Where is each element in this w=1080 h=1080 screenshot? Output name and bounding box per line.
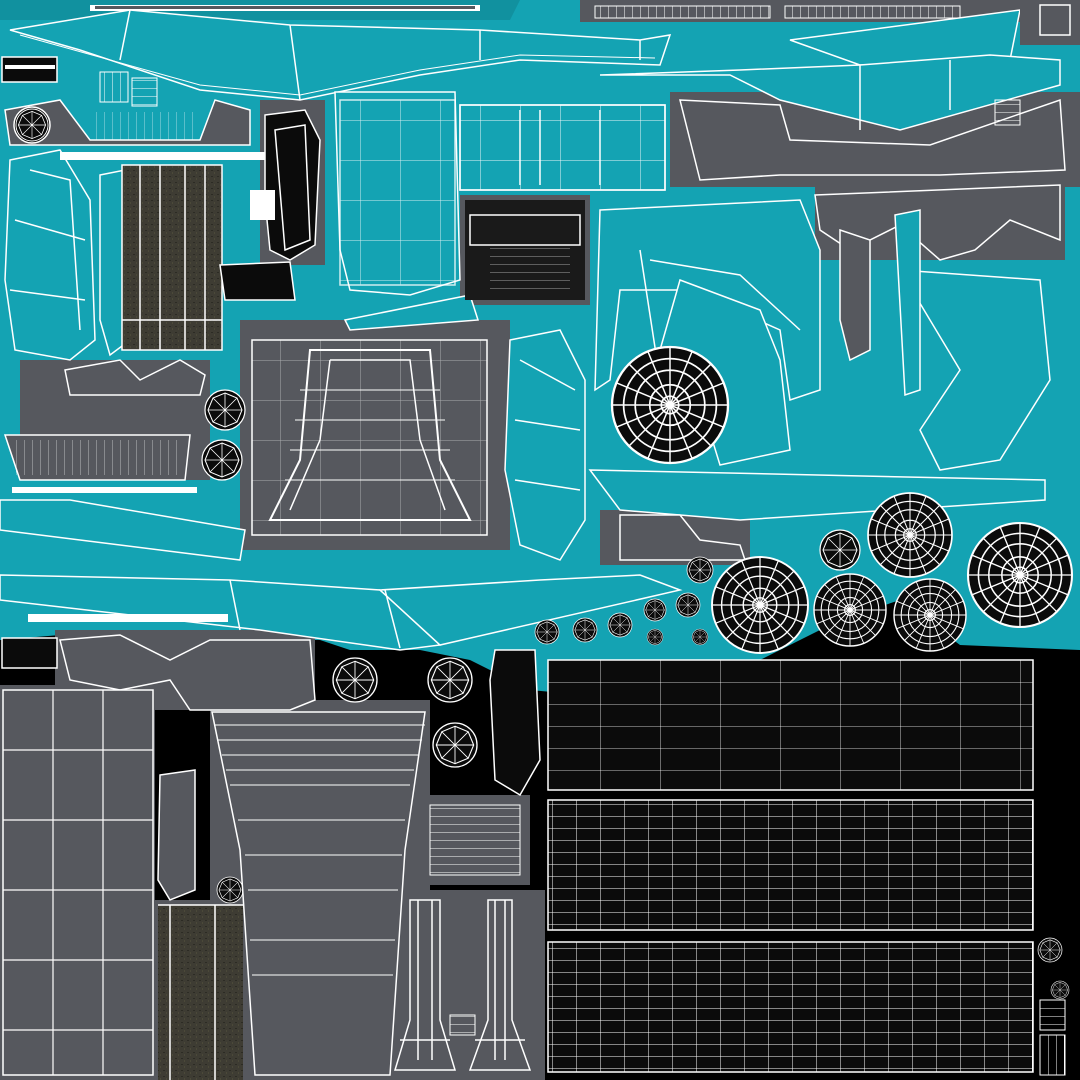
grime-panel-top — [121, 164, 223, 351]
hood-panel — [459, 104, 666, 191]
side-panel-upper — [9, 9, 672, 101]
fender-arch-mid — [3, 359, 316, 711]
top-ruler-strips — [90, 5, 961, 19]
tread-grid-top — [547, 659, 1034, 791]
fender-arch-right — [619, 98, 1066, 561]
grime-panel-bottom — [158, 904, 243, 1080]
front-bumper-left — [4, 149, 131, 361]
tread-grid-bottom — [547, 941, 1034, 1073]
seat-piece — [157, 109, 541, 901]
interior-floor — [251, 339, 488, 536]
door-panel — [504, 329, 586, 561]
side-panel-right — [599, 9, 1061, 131]
chassis-tub — [211, 711, 426, 1076]
rear-fender — [594, 199, 1051, 471]
roof-panel — [334, 91, 480, 331]
engine-cover — [465, 200, 585, 300]
side-panel-lower — [0, 469, 1046, 651]
tread-grid-middle — [547, 799, 1034, 931]
underbody-grid — [2, 689, 154, 1076]
strut-pillars — [393, 899, 532, 1071]
